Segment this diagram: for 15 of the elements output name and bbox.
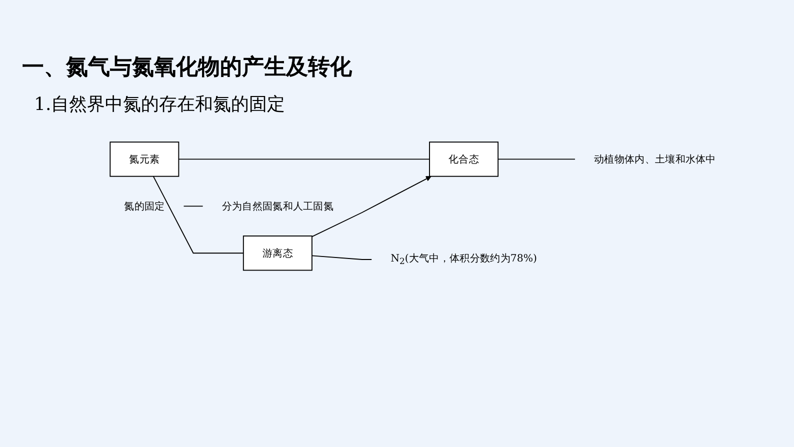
connector: [311, 255, 372, 260]
node-box: 游离态: [242, 236, 312, 271]
connector: [183, 206, 204, 207]
node-text: N$_{2}$(大气中，体积分数约为78%): [390, 252, 537, 267]
node-text: 氮的固定: [124, 200, 165, 212]
arrow: [311, 176, 432, 238]
node-text: 分为自然固氮和人工固氮: [222, 200, 334, 212]
connector: [178, 158, 430, 160]
connector: [498, 158, 576, 160]
node-text: 动植物体内、土壤和水体中: [594, 152, 716, 165]
subheading: 1.自然界中氮的存在和氮的固定: [34, 93, 286, 116]
node-box: 化合态: [429, 142, 499, 177]
connector: [152, 176, 244, 254]
section-heading: 一、氮气与氮氧化物的产生及转化: [22, 54, 352, 82]
node-box: 氮元素: [110, 142, 180, 177]
